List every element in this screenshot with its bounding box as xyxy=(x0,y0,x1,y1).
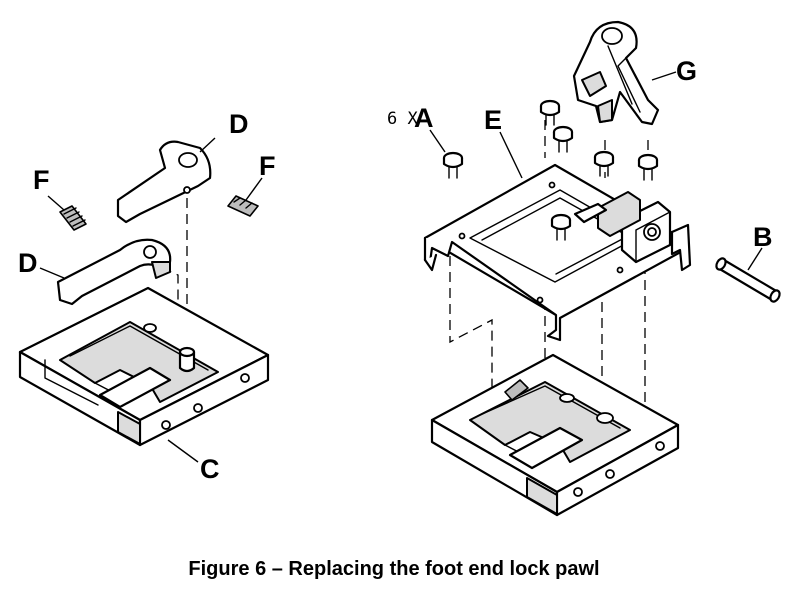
screw-a xyxy=(593,150,615,177)
spring-f-right xyxy=(227,195,259,217)
screw-a xyxy=(552,125,574,153)
left-leader-lines xyxy=(39,137,263,463)
callout-d-lower: D xyxy=(18,248,38,278)
screw-a xyxy=(550,213,572,241)
callout-b: B xyxy=(753,222,773,252)
callout-a: A xyxy=(414,103,434,133)
callout-a-quantity: 6 X xyxy=(387,109,418,129)
lever-g xyxy=(572,20,660,126)
screw-a xyxy=(539,99,561,126)
base-block-c xyxy=(18,286,270,447)
pin-b xyxy=(715,257,781,303)
lock-pawl-d-upper xyxy=(116,140,212,224)
lock-pawl-d-lower xyxy=(56,238,172,306)
figure-caption: Figure 6 – Replacing the foot end lock p… xyxy=(188,558,600,580)
spring-f-left xyxy=(59,205,87,231)
base-block-right xyxy=(430,353,680,517)
screw-a xyxy=(637,153,659,181)
right-leader-lines xyxy=(429,71,763,271)
mounting-plate-e xyxy=(423,163,692,342)
callout-e: E xyxy=(484,105,502,135)
screw-a xyxy=(442,151,464,179)
screws-a xyxy=(442,99,659,241)
callout-f-left: F xyxy=(33,165,50,195)
callout-c: C xyxy=(200,454,220,484)
callout-f-right: F xyxy=(259,151,276,181)
callout-g: G xyxy=(676,56,697,86)
callout-d-upper: D xyxy=(229,109,249,139)
